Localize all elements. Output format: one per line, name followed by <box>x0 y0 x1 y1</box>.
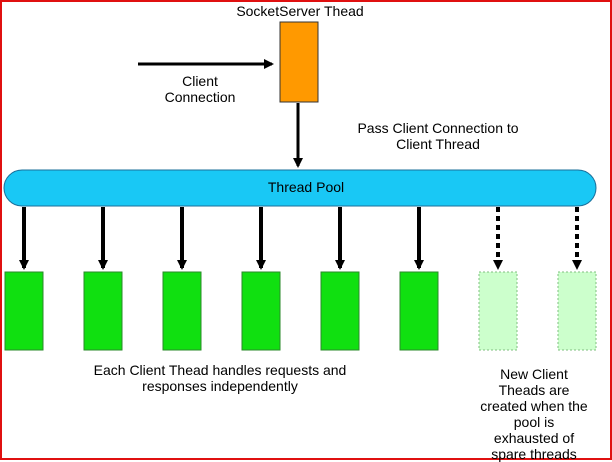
spare-client-thread-box <box>478 271 518 351</box>
spare-client-thread-box <box>557 271 597 351</box>
client-thread-box <box>320 271 360 351</box>
client-thread-box <box>241 271 281 351</box>
thread-pool-label: Thread Pool <box>267 179 345 195</box>
client-connection-label: Client Connection <box>164 73 236 105</box>
client-thread-box <box>4 271 44 351</box>
server-title: SocketServer Thead <box>236 3 364 19</box>
each-thread-caption: Each Client Thead handles requests and r… <box>93 362 347 394</box>
pass-connection-label: Pass Client Connection to Client Thread <box>357 120 519 152</box>
thread-pool-box <box>3 169 597 207</box>
client-thread-box <box>83 271 123 351</box>
socket-server-box <box>279 21 319 103</box>
client-thread-box <box>162 271 202 351</box>
client-threads-group <box>4 207 597 351</box>
client-thread-box <box>399 271 439 351</box>
new-threads-caption: New Client Theads are created when the p… <box>480 366 588 462</box>
